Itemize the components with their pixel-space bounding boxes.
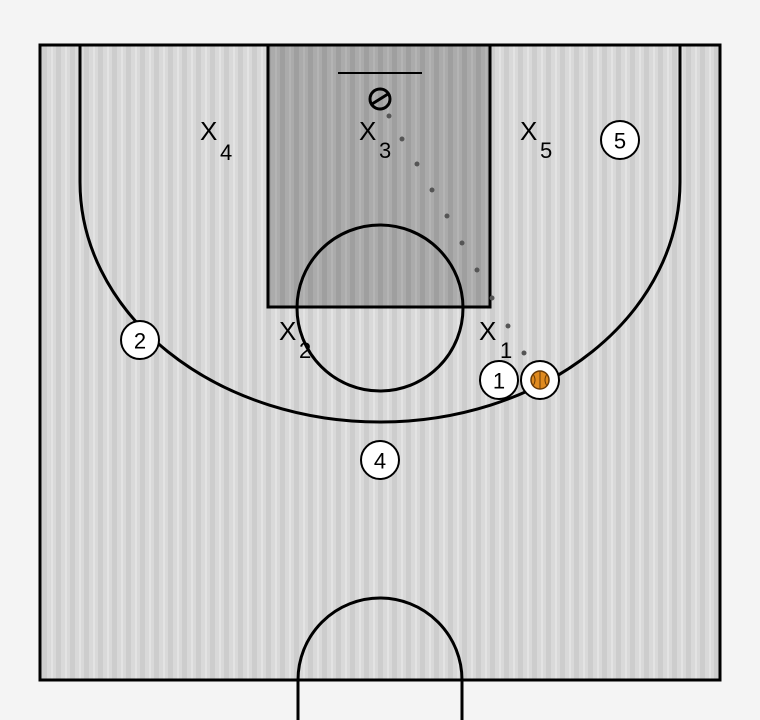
pass-path (386, 113, 527, 356)
defender-letter: X (520, 116, 537, 146)
hoop-icon (368, 87, 392, 111)
offense-player-4: 4 (360, 440, 400, 480)
defender-x3: X 3 (359, 116, 391, 163)
offense-player-5: 5 (600, 120, 640, 160)
offense-player-2: 2 (120, 320, 160, 360)
player-label: 5 (614, 129, 626, 154)
defender-number: 3 (379, 138, 391, 163)
defender-number: 5 (540, 138, 552, 163)
center-circle (296, 596, 464, 720)
paint-area (266, 43, 492, 309)
defender-x2: X 2 (279, 316, 311, 363)
defender-number: 4 (220, 140, 232, 165)
defender-x1: X 1 (479, 316, 512, 363)
offense-player-1: 1 (479, 360, 519, 400)
defender-x4: X 4 (200, 116, 232, 165)
defender-x5: X 5 (520, 116, 552, 163)
defender-letter: X (359, 116, 376, 146)
defender-letter: X (200, 116, 217, 146)
defender-number: 1 (500, 338, 512, 363)
player-label: 2 (134, 329, 146, 354)
basketball-icon (520, 360, 560, 400)
defender-number: 2 (299, 338, 311, 363)
free-throw-circle (295, 223, 465, 393)
player-label: 1 (493, 369, 505, 394)
defender-letter: X (279, 316, 296, 346)
three-point-line (78, 45, 682, 424)
defender-letter: X (479, 316, 496, 346)
player-label: 4 (374, 449, 386, 474)
